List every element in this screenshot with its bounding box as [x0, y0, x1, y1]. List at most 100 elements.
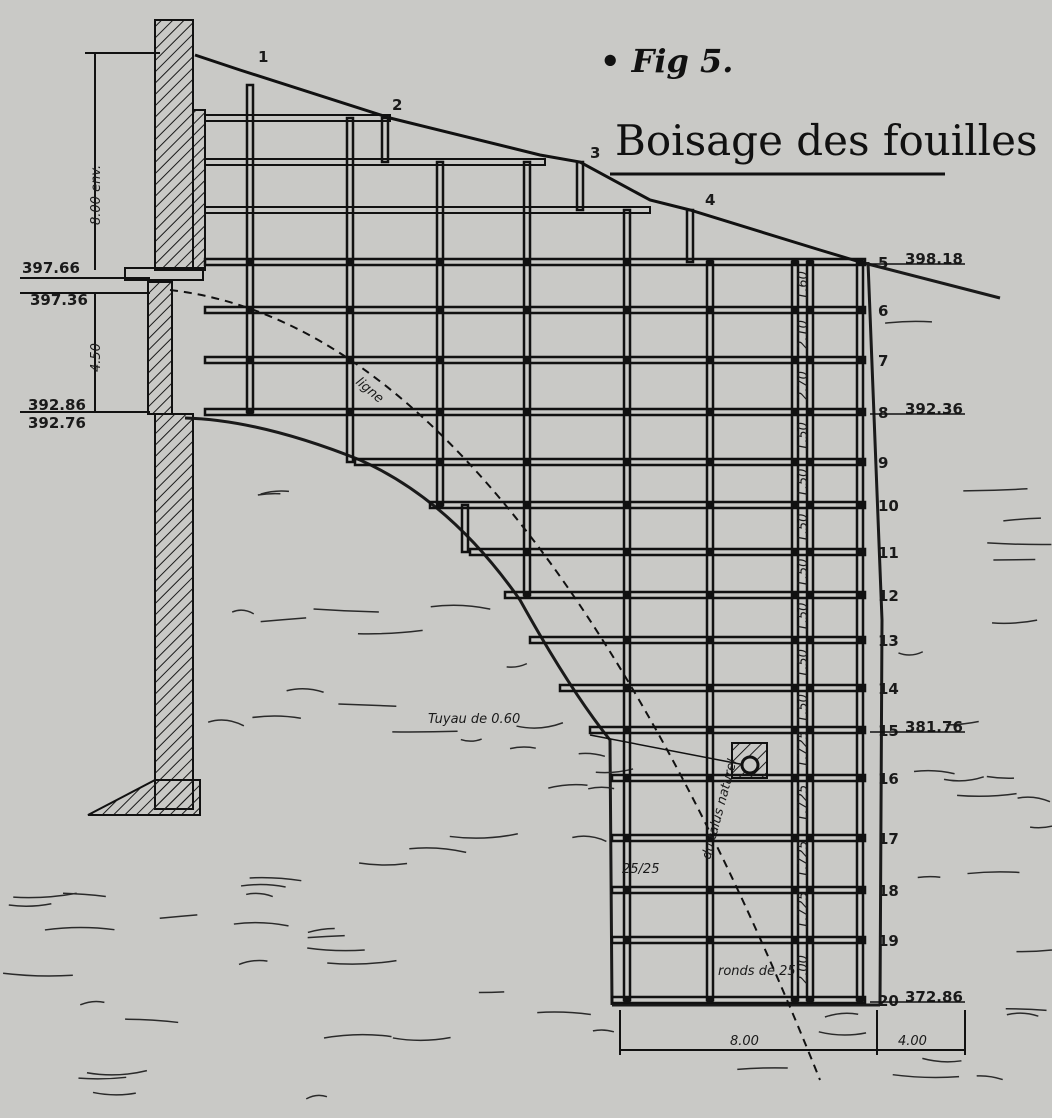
soil-stroke — [516, 722, 564, 729]
annotation-section: 25/25 — [622, 862, 659, 877]
soil-stroke — [509, 746, 536, 750]
level-number: 7 — [878, 352, 888, 370]
soil-stroke — [885, 320, 933, 324]
soil-stroke — [548, 783, 588, 789]
soil-stroke — [1005, 1008, 1047, 1012]
spacing-dimension: 1.50 — [796, 649, 811, 678]
spacing-dimension: 2.10 — [796, 320, 811, 349]
level-number: 6 — [878, 302, 888, 320]
soil-stroke — [460, 738, 482, 742]
level-number: 10 — [878, 497, 899, 515]
soil-stroke — [307, 934, 345, 939]
soil-stroke — [13, 892, 77, 899]
level-number: 14 — [878, 680, 899, 698]
soil-stroke — [3, 972, 73, 977]
soil-stroke — [957, 792, 1017, 798]
wale — [204, 206, 651, 214]
soil-stroke — [1003, 517, 1041, 522]
dim-upper: 8.00 env. — [89, 165, 104, 225]
level-number: 8 — [878, 404, 888, 422]
soil-stroke — [260, 617, 307, 623]
level-number: 18 — [878, 882, 899, 900]
soil-stroke — [305, 1094, 328, 1100]
spacing-dimension: 1.50 — [796, 469, 811, 498]
level-number: 15 — [878, 722, 899, 740]
post — [460, 503, 470, 554]
soil-stroke — [1006, 1012, 1039, 1017]
strut-number: 2 — [392, 96, 402, 114]
level-number: 5 — [878, 254, 888, 272]
soil-stroke — [976, 1075, 1003, 1081]
wale — [204, 158, 546, 166]
spacing-dimension: 1.50 — [796, 559, 811, 588]
soil-stroke — [257, 492, 281, 496]
level-number: 20 — [878, 992, 899, 1010]
elevation-397-36: 397.36 — [30, 291, 88, 309]
soil-stroke — [78, 1076, 127, 1080]
soil-stroke — [392, 730, 458, 733]
soil-stroke — [307, 947, 365, 952]
existing-wall — [87, 19, 206, 816]
wale — [428, 500, 867, 510]
soil-stroke — [967, 871, 1020, 875]
soil-stroke — [327, 959, 397, 965]
wale — [503, 590, 867, 600]
soil-stroke — [338, 703, 397, 707]
spacing-dimension: 1.50 — [796, 694, 811, 723]
soil-stroke — [506, 662, 528, 668]
post — [435, 160, 445, 507]
soil-stroke — [233, 921, 289, 927]
dim-width: 8.00 — [730, 1034, 759, 1049]
wale — [353, 457, 867, 467]
soil-stroke — [824, 1012, 859, 1018]
soil-texture — [3, 320, 1052, 1100]
soil-stroke — [358, 862, 408, 866]
elevation-392-76: 392.76 — [28, 414, 86, 432]
soil-stroke — [913, 769, 955, 775]
left-dimensions — [20, 52, 160, 413]
spacing-dimension: 1.725 — [796, 785, 811, 822]
post — [790, 260, 800, 1002]
spacing-dimension: 1.50 — [796, 422, 811, 451]
wale — [610, 935, 867, 945]
soil-stroke — [946, 720, 979, 726]
soil-stroke — [578, 752, 606, 758]
soil-stroke — [260, 490, 290, 495]
wale — [610, 833, 867, 843]
diagram-title: Boisage des fouilles — [615, 116, 1038, 165]
level-number: 19 — [878, 932, 899, 950]
annotation-rond: ronds de 25 — [718, 964, 796, 979]
soil-stroke — [252, 715, 301, 719]
dim-extra: 4.00 — [898, 1034, 927, 1049]
soil-profile — [184, 260, 1001, 1007]
soil-stroke — [818, 1031, 867, 1036]
soil-stroke — [1029, 825, 1052, 829]
spacing-dimension: 1.50 — [796, 514, 811, 543]
wale — [610, 885, 867, 895]
level-elevation: 398.18 — [905, 250, 963, 268]
spacing-dimension: 1.725 — [796, 892, 811, 929]
post — [522, 160, 532, 597]
soil-stroke — [92, 1091, 136, 1096]
level-elevation: 372.86 — [905, 988, 963, 1006]
soil-stroke — [898, 651, 924, 656]
soil-stroke — [159, 914, 198, 920]
soil-stroke — [307, 927, 335, 934]
post — [345, 116, 355, 464]
figure-label: • Fig 5. — [600, 42, 733, 80]
elevation-392-86: 392.86 — [28, 396, 86, 414]
soil-stroke — [8, 902, 52, 907]
spacing-dimension: 2.00 — [796, 955, 811, 984]
soil-stroke — [249, 876, 302, 882]
soil-stroke — [409, 847, 467, 854]
wale — [528, 635, 867, 645]
spacing-dimension: 1.725 — [796, 841, 811, 878]
soil-stroke — [86, 1069, 148, 1076]
soil-stroke — [1016, 949, 1052, 953]
wale — [203, 355, 867, 365]
strut-number: 1 — [258, 48, 268, 66]
soil-stroke — [207, 719, 245, 727]
soil-stroke — [79, 1000, 105, 1006]
post — [805, 260, 815, 1002]
wale — [203, 407, 867, 417]
